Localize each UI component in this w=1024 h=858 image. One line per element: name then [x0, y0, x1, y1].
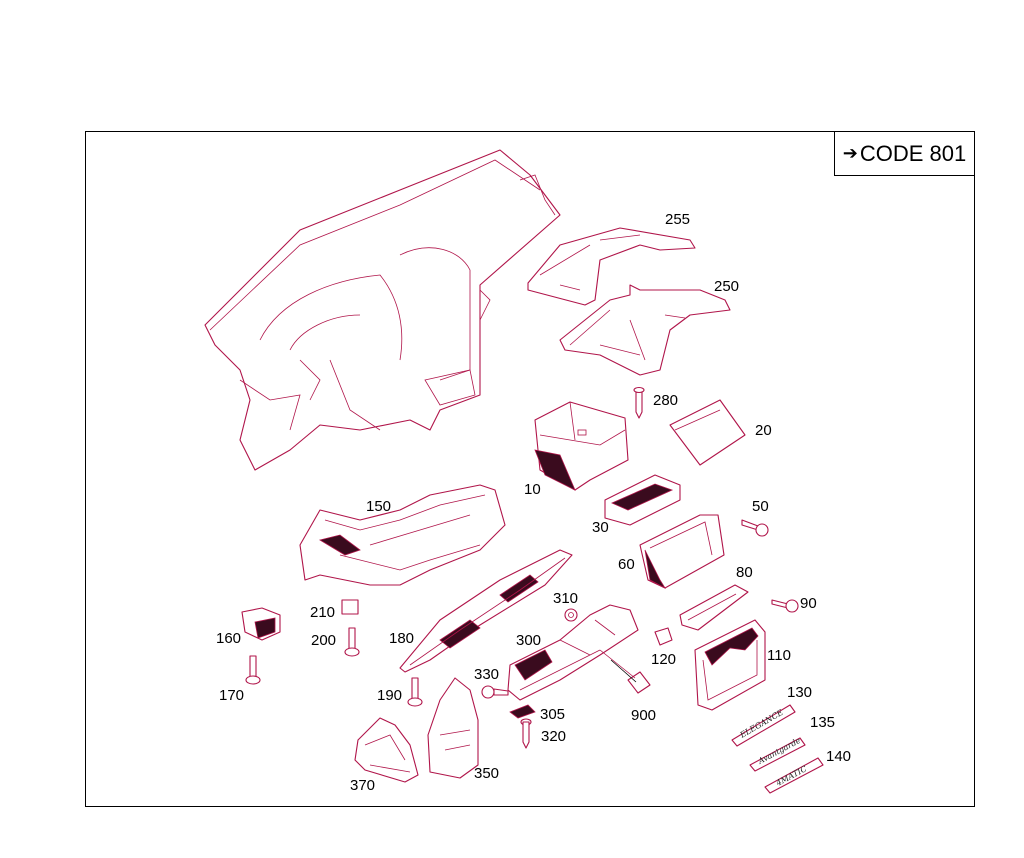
callout-280: 280 [653, 392, 679, 409]
code-label-box: ➔ CODE 801 [834, 131, 975, 176]
part-130-badge: ELEGANCE [731, 704, 796, 747]
callout-330: 330 [474, 666, 500, 683]
callout-90: 90 [800, 595, 817, 612]
part-140-badge: 4MATIC [764, 757, 824, 794]
part-60-frame [639, 514, 725, 590]
part-170-screw [245, 655, 261, 685]
callout-190: 190 [377, 687, 403, 704]
callout-300: 300 [516, 632, 542, 649]
callout-210: 210 [310, 604, 336, 621]
badge-avantgarde-text: Avantgarde [756, 736, 803, 766]
callout-320: 320 [541, 728, 567, 745]
part-350-panel [427, 677, 479, 779]
part-20-lid [669, 399, 746, 466]
callout-150: 150 [366, 498, 392, 515]
part-160-switch [241, 607, 281, 641]
arrow-right-icon: ➔ [842, 143, 858, 163]
part-80-cover [679, 584, 749, 631]
part-135-badge: Avantgarde [749, 736, 806, 772]
callout-50: 50 [752, 498, 769, 515]
callout-135: 135 [810, 714, 836, 731]
part-120-clip [654, 627, 673, 646]
callout-120: 120 [651, 651, 677, 668]
callout-310: 310 [553, 590, 579, 607]
callout-305: 305 [540, 706, 566, 723]
badge-elegance-text: ELEGANCE [738, 708, 785, 740]
part-330-screw [481, 685, 509, 699]
callout-180: 180 [389, 630, 415, 647]
part-10-glovebox [534, 401, 629, 491]
part-30-tray [604, 474, 681, 526]
part-250-bracket [559, 284, 731, 376]
part-50-screw [741, 519, 769, 537]
part-190-screw [407, 677, 423, 707]
callout-250: 250 [714, 278, 740, 295]
part-255-bracket [527, 227, 696, 306]
part-90-screw [771, 599, 799, 613]
part-210-clip [341, 599, 359, 615]
callout-160: 160 [216, 630, 242, 647]
callout-80: 80 [736, 564, 753, 581]
callout-900: 900 [631, 707, 657, 724]
leader-lines [610, 659, 637, 683]
callout-130: 130 [787, 684, 813, 701]
callout-10: 10 [524, 481, 541, 498]
part-150-duct [299, 484, 506, 586]
part-180-duct [399, 549, 573, 673]
callout-60: 60 [618, 556, 635, 573]
callout-370: 370 [350, 777, 376, 794]
diagram-frame [85, 131, 975, 807]
part-110-trim [694, 619, 766, 711]
part-900-label [599, 649, 651, 694]
callout-140: 140 [826, 748, 852, 765]
callout-30: 30 [592, 519, 609, 536]
callout-110: 110 [767, 647, 791, 664]
part-370-bracket [354, 717, 419, 783]
code-label: CODE 801 [859, 140, 967, 166]
badge-4matic-text: 4MATIC [774, 764, 808, 788]
callout-255: 255 [665, 211, 691, 228]
part-280-screw [633, 386, 645, 419]
part-305-clip [509, 704, 536, 719]
dashboard-assembly [204, 149, 561, 471]
callout-170: 170 [219, 687, 245, 704]
part-300-duct [507, 604, 639, 701]
callout-200: 200 [311, 632, 337, 649]
part-310-nut [564, 608, 578, 622]
part-320-screw [520, 718, 532, 749]
part-200-screw [344, 627, 360, 657]
callout-350: 350 [474, 765, 500, 782]
callout-20: 20 [755, 422, 772, 439]
